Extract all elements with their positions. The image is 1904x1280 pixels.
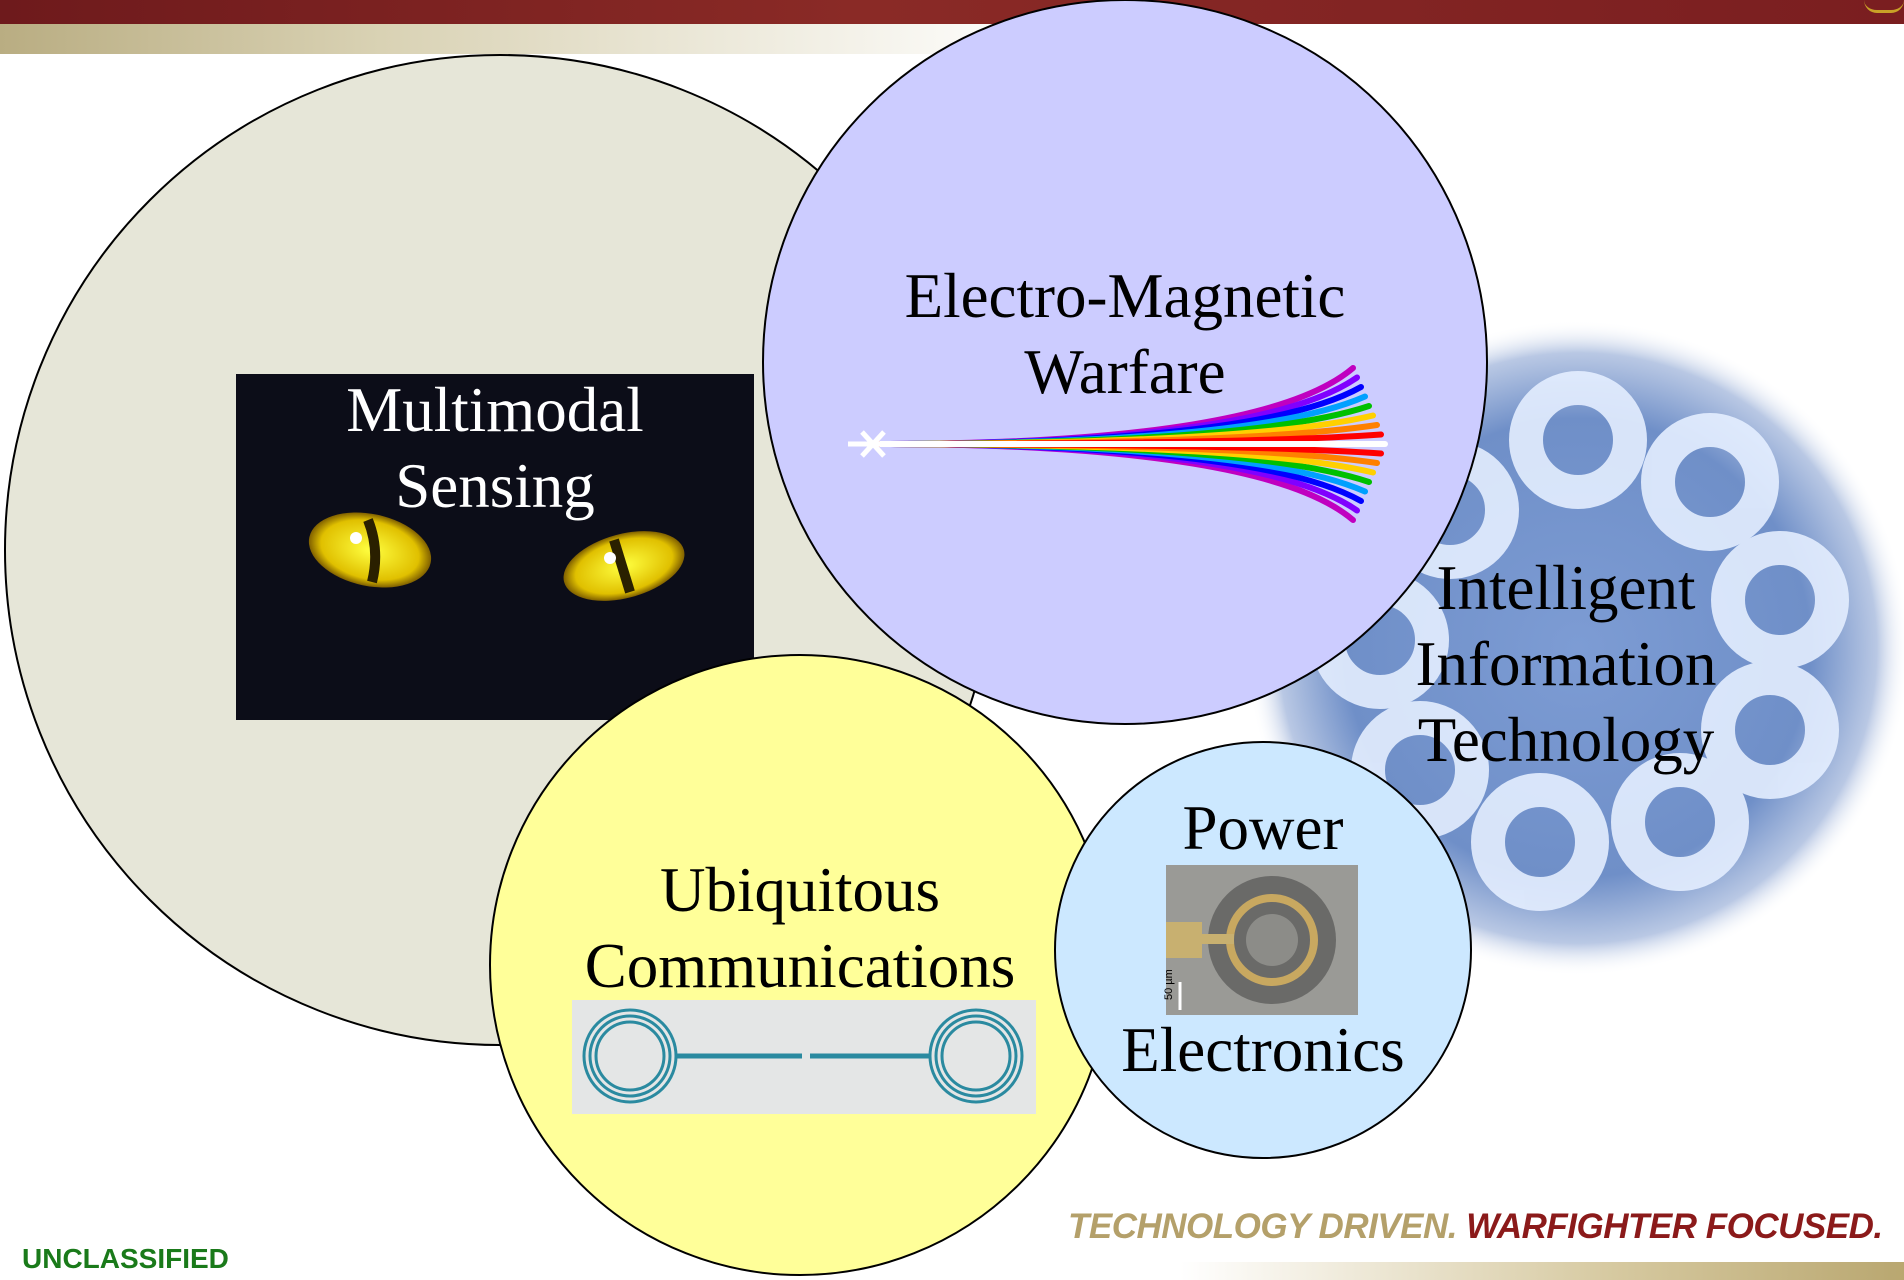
multimodal-line-1: Multimodal [346, 375, 644, 445]
iit-line-2: Information [1415, 629, 1717, 699]
ubiquitous-line-1: Ubiquitous [659, 855, 941, 925]
electro-magnetic-warfare-circle [762, 0, 1488, 725]
beam-source-marker-icon [848, 430, 900, 458]
tagline-part-2: WARFIGHTER FOCUSED. [1466, 1207, 1883, 1246]
cat-eyes-image [236, 374, 754, 720]
logo-emblem-icon [1864, 0, 1904, 13]
power-device-image: 50 µm [1163, 865, 1358, 1015]
multimodal-line-2: Sensing [395, 451, 595, 521]
power-line-2: Electronics [1121, 1015, 1405, 1085]
iit-line-3: Technology [1417, 705, 1715, 775]
emw-line-1: Electro-Magnetic [904, 261, 1346, 331]
power-line-1: Power [1182, 793, 1344, 863]
header-bar [0, 0, 1904, 24]
ubiquitous-label: Ubiquitous Communications [540, 852, 1060, 1004]
classification-marking: UNCLASSIFIED [22, 1243, 229, 1274]
multimodal-sensing-label: Multimodal Sensing [236, 372, 754, 524]
iit-line-1: Intelligent [1436, 553, 1696, 623]
electronics-label: Electronics [1063, 1012, 1463, 1088]
scale-bar-label: 50 µm [1163, 969, 1175, 1000]
emw-label: Electro-Magnetic Warfare [825, 258, 1425, 410]
power-label: Power [1063, 790, 1463, 866]
tagline-part-1: TECHNOLOGY DRIVEN. [1068, 1207, 1458, 1246]
ubiquitous-line-2: Communications [584, 931, 1016, 1001]
spectrum-beam-icon [877, 365, 1388, 523]
iit-label: Intelligent Information Technology [1366, 550, 1766, 778]
resonator-chip-image [572, 1000, 1036, 1114]
footer-gold-band [1180, 1262, 1904, 1280]
tagline: TECHNOLOGY DRIVEN. WARFIGHTER FOCUSED. [1068, 1207, 1883, 1247]
emw-line-2: Warfare [1024, 337, 1226, 407]
